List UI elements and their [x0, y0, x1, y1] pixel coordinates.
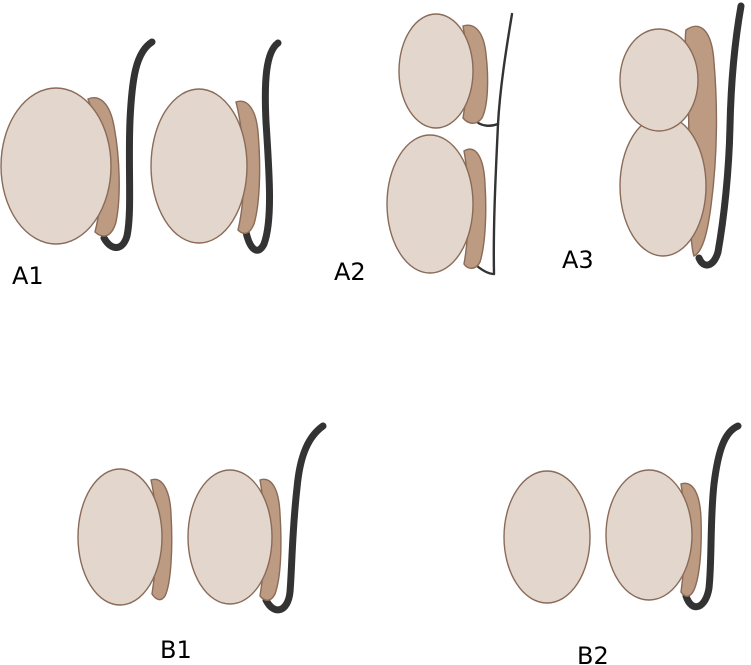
a1-left-duct	[100, 38, 156, 251]
label-b2: B2	[577, 642, 609, 665]
b1-right-testis	[187, 469, 273, 605]
b2-right-duct	[682, 422, 742, 611]
a3-lower-testis	[619, 115, 707, 257]
a3-upper-testis	[619, 28, 699, 132]
label-b1: B1	[160, 636, 192, 664]
panel-a1: A1	[0, 38, 282, 290]
a1-right-duct	[242, 39, 282, 254]
b2-left-testis	[503, 470, 591, 604]
b2-right-testis	[605, 469, 693, 601]
label-a2: A2	[334, 258, 366, 286]
a2-duct-branch	[475, 120, 500, 127]
a1-right-testis	[150, 88, 248, 244]
a1-left-testis	[0, 87, 112, 245]
label-a3: A3	[562, 246, 594, 274]
a2-duct	[475, 12, 514, 276]
b1-left-testis	[77, 468, 163, 606]
panel-a2: A2	[334, 12, 514, 286]
a2-bottom-testis	[386, 134, 474, 274]
panel-a3: A3	[562, 2, 745, 274]
panel-b1: B1	[77, 422, 327, 664]
panel-b2: B2	[503, 422, 742, 665]
a2-top-testis	[398, 13, 474, 129]
a3-duct	[695, 2, 745, 269]
label-a1: A1	[12, 262, 44, 290]
b1-right-duct	[262, 422, 327, 614]
